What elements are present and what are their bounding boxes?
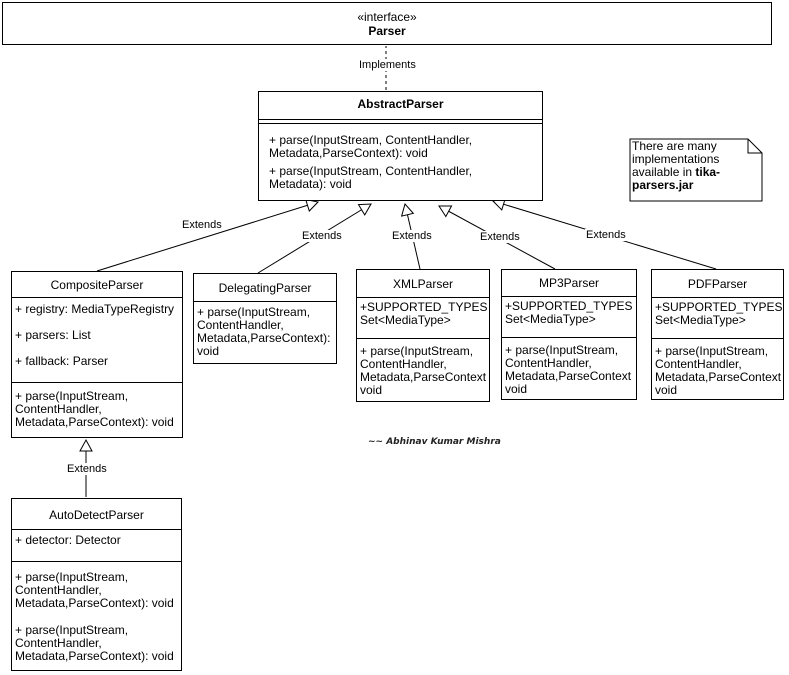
pdf-parser-methods: + parse(InputStream, ContentHandler, Met… [652,338,783,400]
xml-parser-method: + parse(InputStream, ContentHandler, Met… [360,344,487,397]
pdf-parser-box: PDFParser +SUPPORTED_TYPES Set<MediaType… [651,269,784,400]
note-text: There are many implementations available… [632,140,748,192]
xml-parser-methods: + parse(InputStream, ContentHandler, Met… [357,338,489,400]
note-plain: There are many implementations available… [632,139,720,179]
composite-parser-attribute: + parsers: List [15,328,91,342]
composite-parser-box: CompositeParser + registry: MediaTypeReg… [11,271,183,438]
abstract-parser-method: + parse(InputStream, ContentHandler, Met… [269,164,473,191]
xml-parser-title: XMLParser [392,277,454,291]
abstract-parser-methods: + parse(InputStream, ContentHandler, Met… [259,123,542,195]
abstract-parser-box: AbstractParser + parse(InputStream, Cont… [258,91,543,201]
composite-parser-methods: + parse(InputStream, ContentHandler, Met… [12,382,182,432]
autodetect-parser-attribute: + detector: Detector [15,533,121,547]
parser-interface-box: «interface» Parser [2,2,772,45]
pdf-parser-method: + parse(InputStream, ContentHandler, Met… [655,344,782,397]
extends-label-delegating: Extends [301,230,343,242]
pdf-parser-title: PDFParser [687,277,748,291]
xml-parser-box: XMLParser +SUPPORTED_TYPES Set<MediaType… [356,269,490,402]
extends-label-mp3: Extends [479,231,521,243]
xml-parser-attributes: +SUPPORTED_TYPES Set<MediaType> [357,297,489,338]
autodetect-parser-attributes: + detector: Detector [12,529,181,561]
extends-label-xml: Extends [391,230,433,242]
delegating-parser-box: DelegatingParser + parse(InputStream, Co… [193,273,337,364]
extends-label-composite: Extends [181,219,223,231]
pdf-parser-attribute: +SUPPORTED_TYPES Set<MediaType> [655,300,783,327]
extends-label-autodetect: Extends [66,463,108,475]
abstract-parser-method: + parse(InputStream, ContentHandler, Met… [269,133,473,160]
autodetect-parser-method: + parse(InputStream, ContentHandler, Met… [15,623,174,663]
delegating-parser-methods: + parse(InputStream, ContentHandler, Met… [194,301,336,361]
composite-parser-attribute: + registry: MediaTypeRegistry [15,302,175,316]
mp3-parser-title: MP3Parser [538,276,600,290]
interface-stereotype: «interface» [357,10,417,24]
delegating-parser-title: DelegatingParser [218,281,312,295]
composite-parser-method: + parse(InputStream, ContentHandler, Met… [15,389,174,429]
note-bold: tika- parsers.jar [632,165,721,192]
composite-parser-attributes: + registry: MediaTypeRegistry + parsers:… [12,297,182,382]
autodetect-parser-title: AutoDetectParser [49,508,144,522]
abstract-parser-title: AbstractParser [357,97,444,111]
mp3-parser-methods: + parse(InputStream, ContentHandler, Met… [502,337,636,399]
xml-parser-attribute: +SUPPORTED_TYPES Set<MediaType> [360,300,488,327]
mp3-parser-method: + parse(InputStream, ContentHandler, Met… [505,343,632,396]
extends-label-pdf: Extends [585,229,627,241]
mp3-parser-attribute: +SUPPORTED_TYPES Set<MediaType> [505,299,633,326]
mp3-parser-box: MP3Parser +SUPPORTED_TYPES Set<MediaType… [501,269,637,400]
composite-parser-attribute: + fallback: Parser [15,354,109,368]
extends-edge-composite [96,198,319,272]
autodetect-parser-box: AutoDetectParser + detector: Detector + … [11,498,182,671]
author-credit: ~~ Abhinav Kumar Mishra [368,437,501,447]
pdf-parser-attributes: +SUPPORTED_TYPES Set<MediaType> [652,297,783,338]
autodetect-parser-methods: + parse(InputStream, ContentHandler, Met… [12,561,181,666]
mp3-parser-attributes: +SUPPORTED_TYPES Set<MediaType> [502,296,636,337]
composite-parser-title: CompositeParser [50,278,144,292]
autodetect-parser-method: + parse(InputStream, ContentHandler, Met… [15,570,174,610]
implements-label: Implements [358,59,417,71]
delegating-parser-method: + parse(InputStream, ContentHandler, Met… [197,305,331,358]
interface-name: Parser [368,24,406,38]
